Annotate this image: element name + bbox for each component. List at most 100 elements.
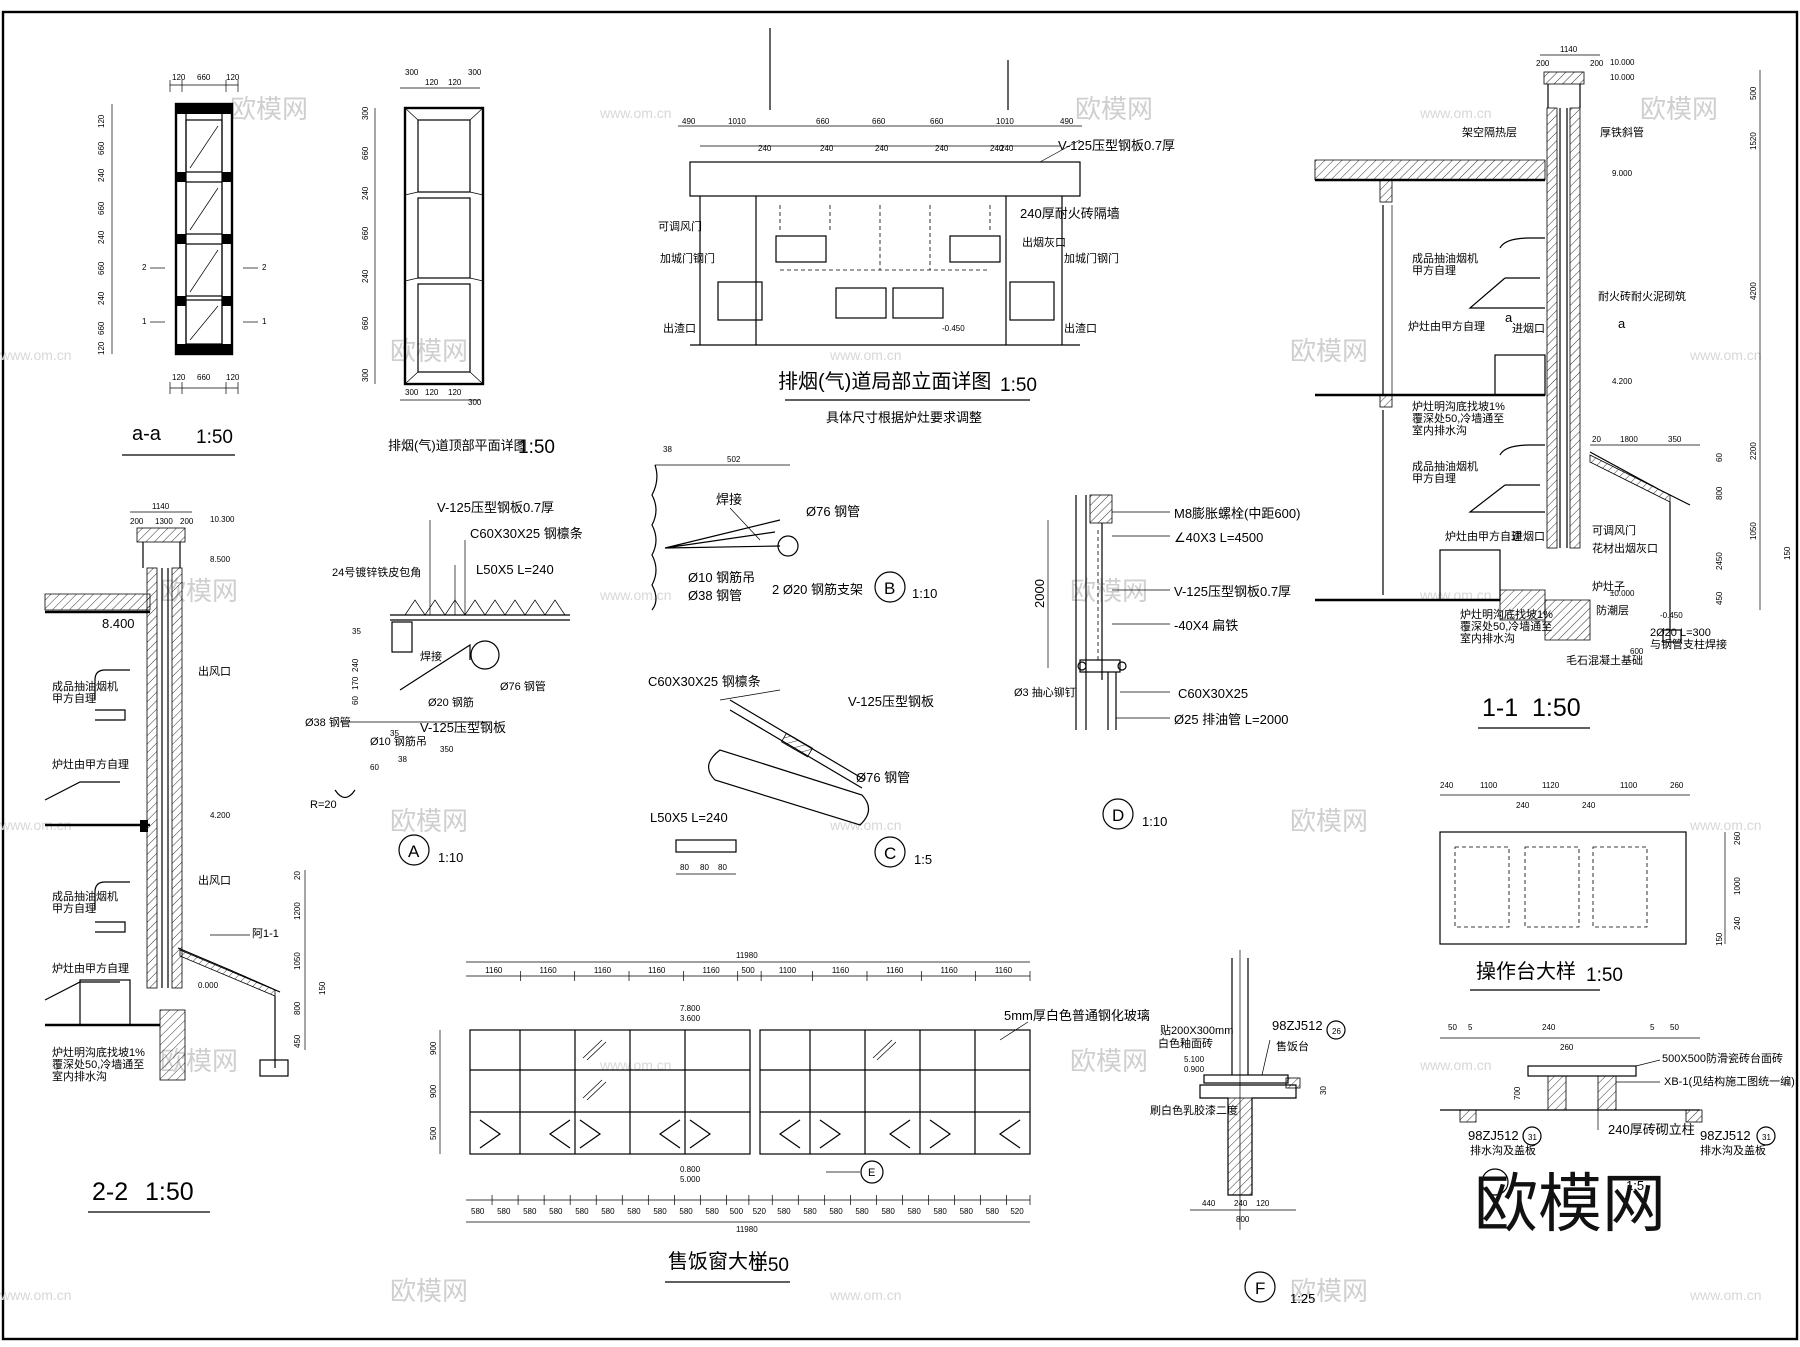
- svg-text:10.000: 10.000: [1610, 73, 1635, 82]
- svg-text:Ø76 钢管: Ø76 钢管: [806, 504, 860, 519]
- svg-text:1010: 1010: [728, 117, 746, 126]
- svg-text:300: 300: [361, 106, 370, 120]
- window-dim-label: 1160: [886, 966, 904, 975]
- svg-text:-40X4 扁铁: -40X4 扁铁: [1174, 618, 1238, 633]
- svg-text:出渣口: 出渣口: [663, 321, 696, 335]
- roof-plan-scale: 1:50: [518, 437, 555, 458]
- view-section-2-2: 1140 200 1300 200 出风口 成品抽油烟机 甲方自理 炉灶由甲方自…: [44, 502, 327, 1213]
- svg-text:350: 350: [1668, 435, 1682, 444]
- svg-text:60: 60: [370, 763, 379, 772]
- svg-text:2450: 2450: [1715, 552, 1724, 570]
- svg-text:炉灶明沟底找坡1%: 炉灶明沟底找坡1%: [52, 1045, 145, 1059]
- svg-text:厚铁斜管: 厚铁斜管: [1600, 125, 1644, 139]
- svg-text:a: a: [1618, 316, 1626, 331]
- svg-text:欧模网: 欧模网: [390, 806, 468, 836]
- view-counter-section: 50 5 240 260 5 50 700 500X500防滑瓷砖台面砖 XB-…: [1440, 1023, 1795, 1240]
- s22-scale: 1:50: [145, 1178, 194, 1206]
- svg-text:www.om.cn: www.om.cn: [829, 347, 902, 363]
- svg-text:240: 240: [361, 269, 370, 283]
- window-dim-label: 1160: [485, 966, 503, 975]
- svg-text:240厚耐火砖隔墙: 240厚耐火砖隔墙: [1020, 206, 1120, 221]
- svg-text:www.om.cn: www.om.cn: [599, 105, 672, 121]
- svg-text:C: C: [884, 844, 896, 863]
- svg-text:660: 660: [361, 316, 370, 330]
- svg-text:50: 50: [1670, 1023, 1679, 1032]
- svg-text:120: 120: [1256, 1199, 1270, 1208]
- svg-text:20: 20: [1592, 435, 1601, 444]
- view-counter: 240 1100 240 1120 240 1100 260 260 1000 …: [1439, 781, 1742, 991]
- svg-text:150: 150: [1783, 546, 1792, 560]
- svg-text:刷白色乳胶漆二度: 刷白色乳胶漆二度: [1150, 1103, 1238, 1117]
- svg-text:120: 120: [172, 373, 186, 382]
- svg-text:www.om.cn: www.om.cn: [829, 1287, 902, 1303]
- d-detail-bubble: [1102, 798, 1134, 830]
- svg-text:5.100: 5.100: [1184, 1055, 1205, 1064]
- svg-text:120: 120: [226, 73, 240, 82]
- svg-text:38: 38: [398, 755, 407, 764]
- svg-text:www.om.cn: www.om.cn: [1419, 1057, 1492, 1073]
- svg-text:660: 660: [197, 73, 211, 82]
- svg-text:欧模网: 欧模网: [230, 94, 308, 124]
- svg-text:甲方自理: 甲方自理: [1412, 471, 1456, 485]
- svg-text:0.000: 0.000: [198, 981, 219, 990]
- svg-text:C60X30X25: C60X30X25: [1178, 686, 1248, 701]
- window-dim-label: 1100: [779, 966, 797, 975]
- window-dim-label: 520: [1010, 1207, 1024, 1216]
- svg-text:欧模网: 欧模网: [1075, 94, 1153, 124]
- svg-text:可调风门: 可调风门: [658, 219, 702, 233]
- window-dim-label: 580: [679, 1207, 693, 1216]
- svg-text:240: 240: [1733, 916, 1742, 930]
- svg-text:可调风门: 可调风门: [1592, 523, 1636, 537]
- svg-text:甲方自理: 甲方自理: [52, 901, 96, 915]
- window-dim-label: 580: [523, 1207, 537, 1216]
- svg-text:240: 240: [1542, 1023, 1556, 1032]
- svg-text:660: 660: [816, 117, 830, 126]
- elevation-subtitle: 具体尺寸根据炉灶要求调整: [826, 410, 982, 425]
- svg-text:240: 240: [1582, 801, 1596, 810]
- svg-text:490: 490: [1060, 117, 1074, 126]
- svg-text:500: 500: [1749, 86, 1758, 100]
- svg-text:2: 2: [142, 263, 147, 272]
- svg-text:B: B: [884, 579, 895, 598]
- svg-text:0.800: 0.800: [680, 1165, 701, 1174]
- svg-text:80: 80: [680, 863, 689, 872]
- svg-text:V-125压型钢板: V-125压型钢板: [420, 720, 506, 735]
- svg-text:V-125压型钢板0.7厚: V-125压型钢板0.7厚: [1058, 138, 1175, 153]
- svg-text:1010: 1010: [996, 117, 1014, 126]
- view-d-detail: 2000 M8膨胀螺栓(中距600) ∠40X3 L=4500 V-125压型钢…: [1014, 494, 1300, 830]
- svg-text:1050: 1050: [293, 952, 302, 970]
- svg-text:1120: 1120: [1542, 781, 1560, 790]
- svg-text:31: 31: [1762, 1133, 1771, 1142]
- svg-text:5: 5: [1468, 1023, 1473, 1032]
- svg-text:200: 200: [1536, 59, 1550, 68]
- svg-text:欧模网: 欧模网: [1290, 336, 1368, 366]
- svg-text:1000: 1000: [1733, 877, 1742, 895]
- svg-text:XB-1(见结构施工图统一编): XB-1(见结构施工图统一编): [1664, 1074, 1795, 1088]
- svg-text:240: 240: [1000, 144, 1014, 153]
- svg-text:Ø76 钢管: Ø76 钢管: [856, 770, 910, 785]
- svg-text:Ø3 抽心铆钉: Ø3 抽心铆钉: [1014, 685, 1076, 699]
- svg-text:Ø38 钢管: Ø38 钢管: [688, 588, 742, 603]
- view-elevation: 490 1010 660 660 660 1010 490 240 240 24…: [658, 28, 1175, 425]
- svg-text:C60X30X25 钢檩条: C60X30X25 钢檩条: [648, 674, 761, 689]
- brand-logo: 欧模网: [1474, 1168, 1666, 1240]
- svg-text:室内排水沟: 室内排水沟: [1412, 423, 1467, 437]
- svg-text:www.om.cn: www.om.cn: [0, 817, 72, 833]
- svg-text:240厚砖砌立柱: 240厚砖砌立柱: [1608, 1122, 1695, 1137]
- svg-text:120: 120: [448, 78, 462, 87]
- svg-text:4.200: 4.200: [1612, 377, 1633, 386]
- window-dim-label: 580: [829, 1207, 843, 1216]
- svg-text:进烟口: 进烟口: [1512, 321, 1545, 335]
- svg-text:Ø38 钢管: Ø38 钢管: [305, 715, 351, 729]
- svg-text:V-125压型钢板: V-125压型钢板: [848, 694, 934, 709]
- svg-text:5mm厚白色普通钢化玻璃: 5mm厚白色普通钢化玻璃: [1004, 1008, 1150, 1023]
- window-dim-label: 580: [934, 1207, 948, 1216]
- svg-text:120: 120: [97, 114, 106, 128]
- svg-text:170: 170: [351, 676, 360, 690]
- svg-text:欧模网: 欧模网: [1070, 576, 1148, 606]
- svg-text:甲方自理: 甲方自理: [1412, 263, 1456, 277]
- svg-text:150: 150: [318, 981, 327, 995]
- window-dim-label: 580: [601, 1207, 615, 1216]
- svg-text:660: 660: [361, 226, 370, 240]
- svg-text:1:10: 1:10: [438, 850, 463, 865]
